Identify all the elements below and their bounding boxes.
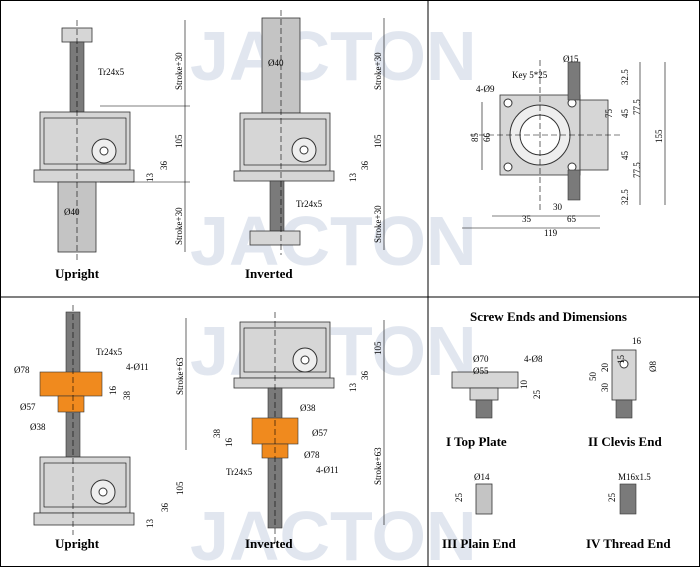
bl-inverted-d105: 105 [373, 341, 383, 355]
bl-inverted-d36: 36 [360, 371, 370, 381]
br-clevis-label: II Clevis End [588, 434, 662, 449]
tl-upright-label: Upright [55, 266, 100, 281]
tl-upright-stroke2: Stroke+30 [174, 207, 184, 245]
bl-inverted-stroke: Stroke+63 [373, 447, 383, 485]
br-top-h10: 10 [519, 380, 529, 390]
bl-upright-d36: 36 [160, 503, 170, 513]
bl-inverted-thread: Tr24x5 [226, 467, 253, 477]
br-plain-d14: Ø14 [474, 472, 490, 482]
bl-inverted-d38: Ø38 [300, 403, 316, 413]
bl-upright-d38: Ø38 [30, 422, 46, 432]
tr-d77b: 77.5 [632, 162, 642, 178]
bl-inverted-label: Inverted [245, 536, 293, 551]
bl-upright-h38: 38 [122, 391, 132, 401]
tl-inverted-dia: Ø40 [268, 58, 284, 68]
tr-d30: 30 [553, 202, 563, 212]
tr-d77a: 77.5 [632, 99, 642, 115]
tr-d32b: 32.5 [620, 189, 630, 205]
br-top-label: I Top Plate [446, 434, 507, 449]
tr-h66: 66 [482, 133, 492, 143]
tr-d32a: 32.5 [620, 69, 630, 85]
br-clevis-d16: 16 [632, 336, 642, 346]
svg-text:JACTON: JACTON [190, 497, 477, 567]
bl-upright-drawing [33, 305, 187, 535]
tl-upright-d36: 36 [159, 161, 169, 171]
bl-inverted-holes: 4-Ø11 [316, 465, 339, 475]
tl-inverted-thread: Tr24x5 [296, 199, 323, 209]
bl-upright-holes: 4-Ø11 [126, 362, 149, 372]
tr-d155: 155 [654, 129, 664, 143]
tr-d119: 119 [544, 228, 558, 238]
tr-d35: 35 [522, 214, 532, 224]
br-clevis-d15: 15 [616, 355, 626, 365]
br-plain-label: III Plain End [442, 536, 516, 551]
bl-upright-d78: Ø78 [14, 365, 30, 375]
bl-inverted-d13: 13 [348, 383, 358, 393]
br-clevis-drawing [611, 349, 637, 419]
tr-d65: 65 [567, 214, 577, 224]
tr-d75: 75 [604, 109, 614, 119]
br-clevis-d30: 30 [600, 383, 610, 393]
tl-inverted-drawing [233, 10, 385, 255]
bl-inverted-drawing [233, 312, 385, 545]
tl-inverted-stroke1: Stroke+30 [373, 52, 383, 90]
bl-inverted-h16: 16 [224, 438, 234, 448]
br-plain-drawing [475, 483, 493, 515]
tr-plan-drawing [462, 60, 666, 229]
tr-d15: Ø15 [563, 54, 579, 64]
br-top-d70: Ø70 [473, 354, 489, 364]
br-top-d55: Ø55 [473, 366, 489, 376]
tl-inverted-d36: 36 [360, 161, 370, 171]
br-title: Screw Ends and Dimensions [470, 309, 627, 324]
svg-text:JACTON: JACTON [190, 17, 477, 95]
bl-upright-stroke: Stroke+63 [175, 357, 185, 395]
tl-inverted-d13: 13 [348, 173, 358, 183]
bl-inverted-d57: Ø57 [312, 428, 328, 438]
br-clevis-d20: 20 [600, 363, 610, 373]
watermark: JACTON JACTON JACTON JACTON [190, 17, 477, 567]
svg-text:JACTON: JACTON [190, 202, 477, 280]
bl-upright-d57: Ø57 [20, 402, 36, 412]
bl-upright-d105: 105 [175, 481, 185, 495]
tl-upright-d105: 105 [174, 134, 184, 148]
tl-inverted-label: Inverted [245, 266, 293, 281]
br-top-plate-drawing [451, 371, 519, 419]
tl-upright-d13: 13 [145, 173, 155, 183]
br-thread-m16: M16x1.5 [618, 472, 651, 482]
bl-upright-label: Upright [55, 536, 100, 551]
br-clevis-d50: 50 [588, 372, 598, 382]
tr-key: Key 5*25 [512, 70, 548, 80]
svg-text:JACTON: JACTON [190, 312, 477, 390]
tr-d45a: 45 [620, 109, 630, 119]
br-top-h25: 25 [532, 390, 542, 400]
bl-inverted-h38: 38 [212, 429, 222, 439]
bl-upright-thread: Tr24x5 [96, 347, 123, 357]
br-plain-h25: 25 [454, 493, 464, 503]
br-thread-h25: 25 [607, 493, 617, 503]
bl-upright-d13: 13 [145, 519, 155, 529]
br-thread-end-drawing [619, 483, 637, 515]
tl-upright-dia: Ø40 [64, 207, 80, 217]
tr-holes: 4-Ø9 [476, 84, 495, 94]
bl-inverted-d78: Ø78 [304, 450, 320, 460]
tr-h85: 85 [470, 133, 480, 143]
bl-upright-h16: 16 [108, 386, 118, 396]
tr-d45b: 45 [620, 151, 630, 161]
tl-upright-stroke1: Stroke+30 [174, 52, 184, 90]
br-clevis-d8: Ø8 [648, 361, 658, 372]
tl-upright-thread: Tr24x5 [98, 67, 125, 77]
br-top-holes: 4-Ø8 [524, 354, 543, 364]
tl-inverted-stroke2: Stroke+30 [373, 205, 383, 243]
tl-upright-drawing [33, 20, 190, 260]
tl-inverted-d105: 105 [373, 134, 383, 148]
br-thread-label: IV Thread End [586, 536, 671, 551]
